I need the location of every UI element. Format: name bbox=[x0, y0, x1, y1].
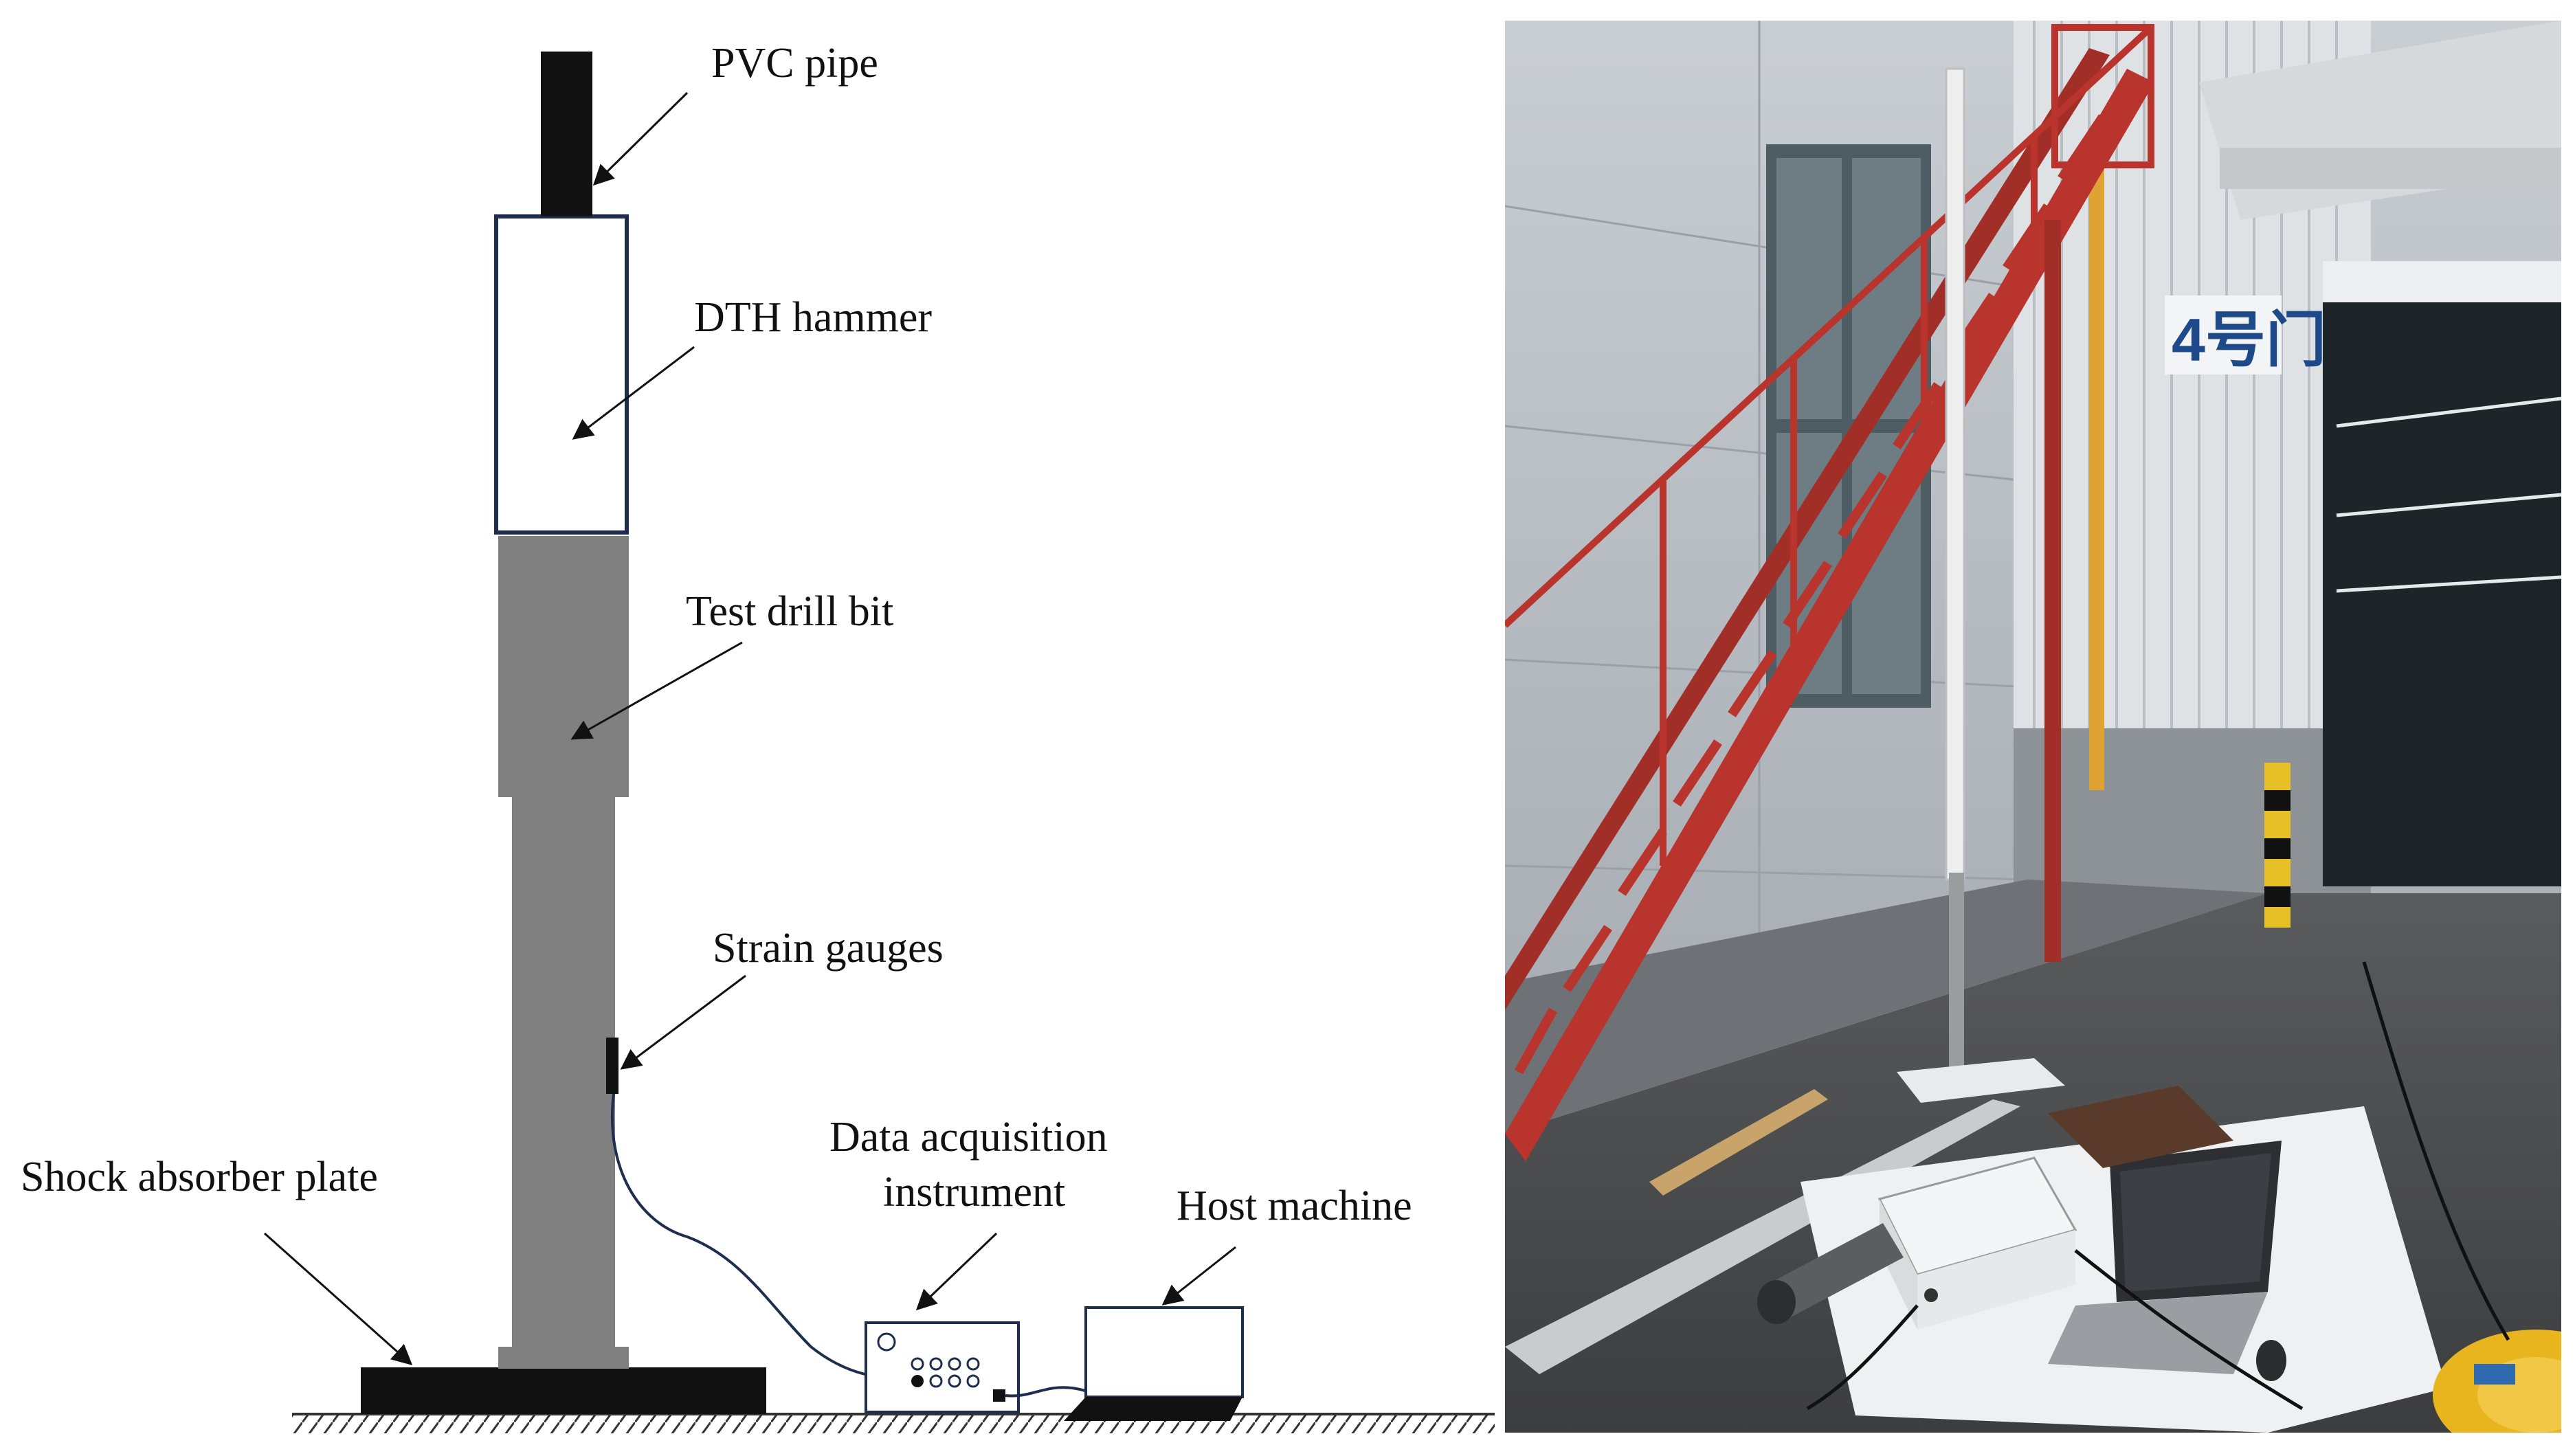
photo-wood-plank bbox=[1649, 1089, 1828, 1196]
label-host-machine: Host machine bbox=[1177, 1183, 1412, 1229]
pvc-pipe-arrow bbox=[592, 91, 689, 186]
label-strain-gauges: Strain gauges bbox=[713, 925, 944, 972]
test-rig-pipe bbox=[1897, 67, 2065, 1103]
road-marking bbox=[1505, 1099, 2020, 1374]
bollard bbox=[2264, 763, 2290, 928]
photo-cable-reel bbox=[2433, 1330, 2561, 1433]
label-data-acquisition-1: Data acquisition bbox=[829, 1114, 1108, 1161]
drill-bit-shaft bbox=[512, 794, 615, 1367]
drill-bit-arrow bbox=[570, 641, 743, 740]
photo-cables bbox=[1806, 961, 2510, 1411]
strain-gauge-shape bbox=[606, 1038, 618, 1094]
label-pvc-pipe: PVC pipe bbox=[711, 40, 878, 87]
label-data-acquisition-2: instrument bbox=[883, 1169, 1065, 1216]
test-site-photo: 4号门 bbox=[1505, 21, 2561, 1433]
host-machine-shape bbox=[1064, 1306, 1244, 1421]
label-dth-hammer: DTH hammer bbox=[694, 294, 932, 341]
yellow-gas-pipe bbox=[2089, 137, 2104, 790]
photo-mouse bbox=[2256, 1340, 2286, 1381]
label-shock-absorber-plate: Shock absorber plate bbox=[21, 1154, 378, 1200]
daq-arrow bbox=[915, 1232, 998, 1311]
photo-drill-bit bbox=[1757, 1223, 1904, 1324]
label-test-drill-bit: Test drill bit bbox=[686, 588, 893, 635]
shock-absorber-plate-shape bbox=[361, 1367, 766, 1414]
svg-text:4号门: 4号门 bbox=[2172, 306, 2326, 374]
drill-bit-foot bbox=[498, 1347, 629, 1369]
host-arrow bbox=[1161, 1246, 1236, 1306]
door-number-sign: 4号门 bbox=[2165, 295, 2326, 374]
shock-plate-arrow bbox=[264, 1232, 413, 1365]
photo-daq-box bbox=[1877, 1156, 2077, 1330]
pvc-pipe-shape bbox=[541, 52, 592, 216]
photo-laptop bbox=[2048, 1141, 2282, 1374]
warehouse-door bbox=[2323, 261, 2561, 886]
strain-gauges-arrow bbox=[620, 974, 746, 1070]
ground bbox=[292, 1413, 1495, 1433]
schematic-diagram: PVC pipe DTH hammer Test drill bit Strai… bbox=[21, 40, 1495, 1433]
dth-hammer-shape bbox=[494, 214, 629, 535]
dth-hammer-arrow bbox=[572, 346, 695, 440]
drill-bit-head bbox=[498, 536, 629, 797]
signal-cable bbox=[610, 1093, 922, 1380]
data-acquisition-instrument-shape bbox=[865, 1321, 1020, 1413]
photo-drain-grate bbox=[2048, 1086, 2233, 1168]
